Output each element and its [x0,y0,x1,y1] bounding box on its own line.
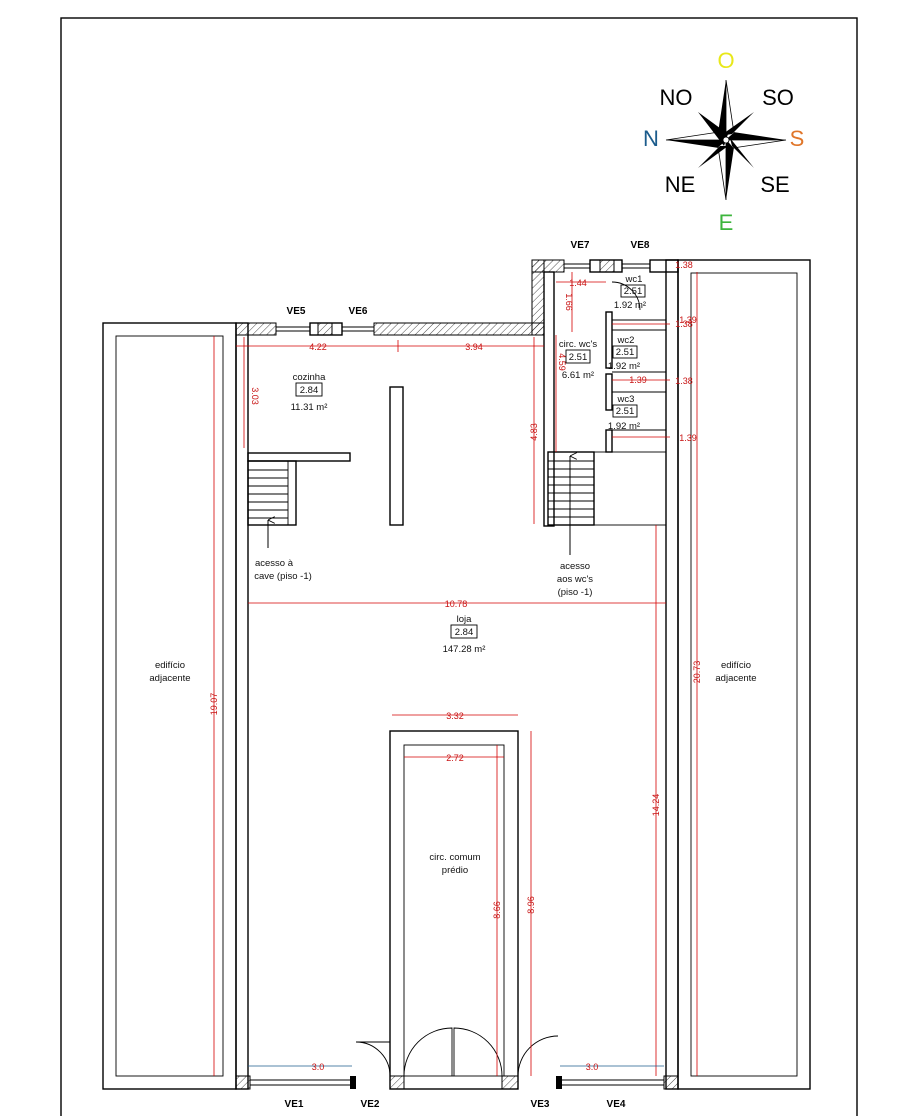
room-wc3: wc3 2.51 1.92 m² [608,394,640,432]
room-circ-comum-line2: prédio [442,865,468,876]
room-circ-wc-area: 6.61 m² [562,370,594,381]
room-cozinha-height: 2.84 [300,385,319,396]
dim-wc3-depth: 1.39 [679,433,697,443]
window-ve8-label: VE8 [631,240,650,251]
dim-circ-inner-width: 2.72 [446,753,464,763]
dim-wc1-width: 1.38 [675,260,693,270]
adjacent-left-line1: edifício [155,660,185,671]
room-wc2-name: wc2 [617,335,635,346]
room-wc1-name: wc1 [625,274,643,285]
room-loja-area: 147.28 m² [443,644,486,655]
compass-no-label: NO [660,85,693,110]
circ-comum-block [355,730,559,1090]
dim-wc1-depth: 1.39 [679,315,697,325]
acesso-cave-line2: cave (piso -1) [254,571,312,582]
dim-circ-outer-width: 3.32 [446,711,464,721]
dim-loja-width: 10.78 [445,599,468,609]
dimension-lines [213,272,698,1076]
cozinha-furniture [247,386,404,526]
room-wc3-height: 2.51 [616,406,635,417]
compass-e-label: E [719,210,734,235]
room-wc1-height: 2.51 [624,286,643,297]
dim-cozinha-right: 4.83 [529,423,539,441]
window-ve6-label: VE6 [349,306,368,317]
wc-partitions [605,281,666,453]
dim-circ-wc-top: 1.66 [564,293,574,311]
room-cozinha-area: 11.31 m² [291,402,328,413]
room-circ-comum-line1: circ. comum [429,852,480,863]
dim-ve1-width: 3.0 [312,1062,325,1072]
window-ve3-label: VE3 [531,1099,550,1110]
room-wc2: wc2 2.51 1.92 m² [608,335,640,372]
window-ve1-label: VE1 [285,1099,304,1110]
dim-left-height: 19.07 [209,693,219,716]
dim-circ-inner-height: 8.66 [492,901,502,919]
stairs-wc [547,451,667,555]
acesso-wc-line2: aos wc's [557,574,593,585]
window-ve7-label: VE7 [571,240,590,251]
dim-cozinha-width-b: 3.94 [465,342,483,352]
main-walls [235,259,679,1090]
room-wc2-height: 2.51 [616,347,635,358]
room-cozinha: cozinha 2.84 11.31 m² [291,372,328,413]
dim-right-height: 20.73 [692,661,702,684]
window-ve4-label: VE4 [607,1099,626,1110]
room-wc3-area: 1.92 m² [608,421,640,432]
dim-ve4-width: 3.0 [586,1062,599,1072]
room-circ-wc-height: 2.51 [569,352,588,363]
dim-cozinha-depth: 3.03 [250,387,260,405]
window-ve2-label: VE2 [361,1099,380,1110]
dim-wc2-depth: 1.39 [629,375,647,385]
acesso-wc-line1: acesso [560,561,590,572]
room-wc3-name: wc3 [617,394,635,405]
compass-so-label: SO [762,85,794,110]
room-circ-wc-name: circ. wc's [559,339,597,350]
room-wc2-area: 1.92 m² [608,361,640,372]
room-wc1: wc1 2.51 1.92 m² [614,274,646,311]
adjacent-right-line1: edifício [721,660,751,671]
compass-s-label: S [790,126,805,151]
sheet-border [60,17,858,1116]
dim-wc2-width: 1.38 [675,319,693,329]
compass-se-label: SE [760,172,789,197]
adjacent-left-line2: adjacente [149,673,190,684]
room-circ-wc: circ. wc's 2.51 6.61 m² [559,339,597,381]
compass-n-label: N [643,126,659,151]
compass-o-label: O [717,48,734,73]
acesso-wc-line3: (piso -1) [558,587,593,598]
dim-circ-outer-height: 8.96 [526,896,536,914]
dim-loja-right-height: 14.24 [651,794,661,817]
compass-ne-label: NE [665,172,696,197]
room-cozinha-name: cozinha [293,372,326,383]
compass-rose-icon [665,79,787,201]
dim-wc3-width: 1.38 [675,376,693,386]
acesso-cave-line1: acesso à [255,558,294,569]
window-ve5-label: VE5 [287,306,306,317]
room-loja-name: loja [457,614,473,625]
room-wc1-area: 1.92 m² [614,300,646,311]
dim-cozinha-width-a: 4.22 [309,342,327,352]
adjacent-right-line2: adjacente [715,673,756,684]
room-loja: loja 2.84 147.28 m² [443,614,486,655]
dim-circ-wc-width: 1.44 [569,278,587,288]
stairs-cave [247,460,297,548]
room-loja-height: 2.84 [455,627,474,638]
dim-circ-wc-height: 4.59 [557,353,567,371]
